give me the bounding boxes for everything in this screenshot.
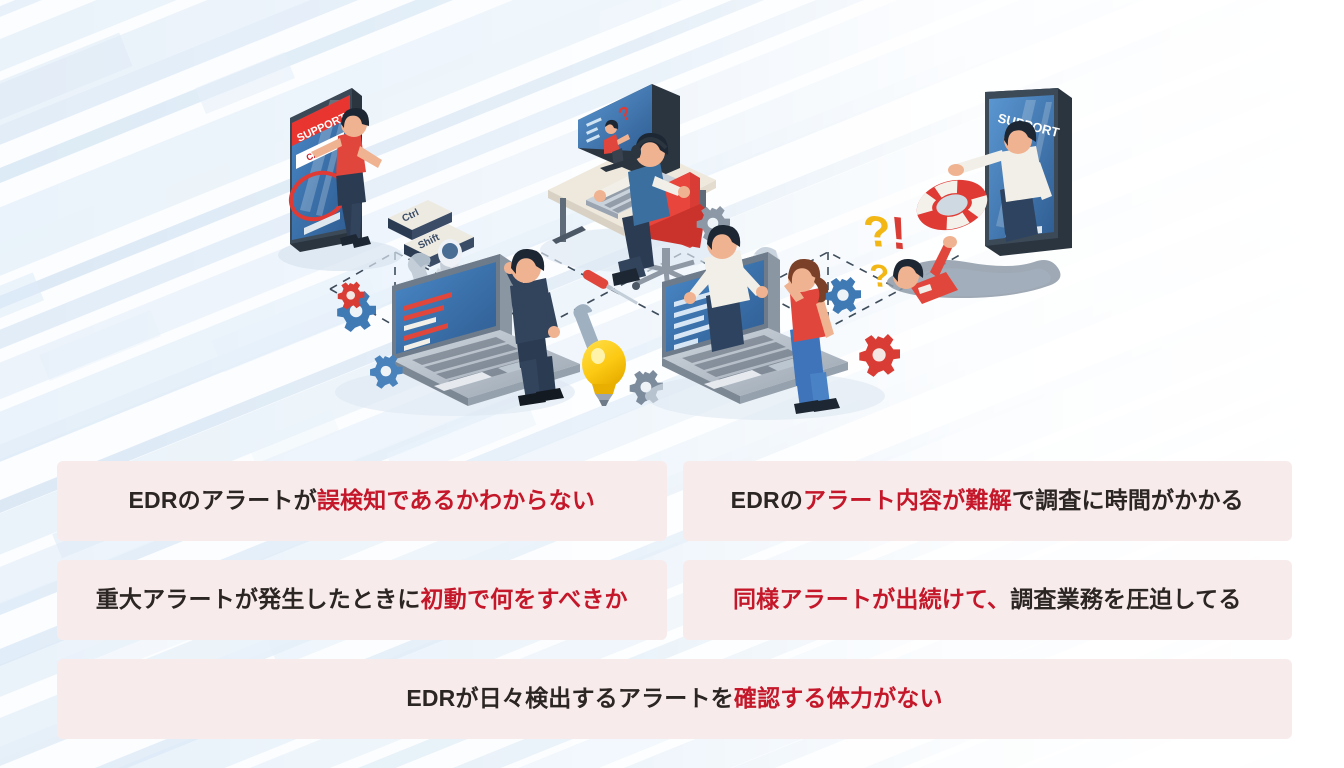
painpoint-card-1[interactable]: EDRのアラートが誤検知であるかわからない (57, 461, 667, 541)
painpoint-card-3[interactable]: 重大アラートが発生したときに初動で何をすべきか (57, 560, 667, 640)
figure-operator-seated (594, 132, 690, 286)
figure-agent-from-laptop (684, 224, 768, 352)
scene-left-laptop-robot (335, 239, 580, 416)
gear-blue-right (825, 277, 861, 315)
scene-lifebuoy-rescue: SUPPORT (861, 88, 1072, 304)
painpoint-text-4: 同様アラートが出続けて、調査業務を圧迫してる (733, 586, 1242, 614)
scene-phone-call-support: SUPPORT CALL (278, 88, 474, 271)
painpoint-grid: EDRのアラートが誤検知であるかわからない EDRのアラート内容が難解で調査に時… (57, 461, 1292, 739)
figure-drowning-user (893, 236, 958, 304)
laptop-left-screen-lines (404, 292, 452, 351)
painpoint-text-2: EDRのアラート内容が難解で調査に時間がかかる (731, 487, 1244, 515)
gear-red-left (337, 281, 365, 310)
lightbulb-icon (582, 340, 626, 406)
painpoint-card-5[interactable]: EDRが日々検出するアラートを確認する体力がない (57, 659, 1292, 739)
isometric-support-illustration: SUPPORT CALL (278, 84, 1072, 420)
gear-blue-lower-left (370, 354, 403, 389)
scene-right-laptop-support (645, 224, 900, 420)
painpoint-text-5: EDRが日々検出するアラートを確認する体力がない (406, 685, 942, 713)
painpoint-4-segment-plain: 調査業務を圧迫してる (1010, 586, 1242, 613)
painpoint-2-segment-plain-b: で調査に時間がかかる (1011, 487, 1244, 514)
painpoint-row-2: 重大アラートが発生したときに初動で何をすべきか 同様アラートが出続けて、調査業務… (57, 560, 1292, 640)
scene-tools (573, 269, 663, 406)
painpoint-3-segment-plain: 重大アラートが発生したときに (95, 586, 421, 613)
figure-man-on-phone (504, 248, 564, 406)
painpoint-card-2[interactable]: EDRのアラート内容が難解で調査に時間がかかる (682, 461, 1292, 541)
painpoint-2-segment-highlight: アラート内容が難解 (803, 487, 1012, 514)
painpoint-card-4[interactable]: 同様アラートが出続けて、調査業務を圧迫してる (682, 560, 1292, 640)
lifebuoy-icon (916, 179, 988, 231)
painpoint-4-segment-highlight: 同様アラートが出続けて、 (732, 586, 1011, 613)
painpoint-5-segment-highlight: 確認する体力がない (733, 685, 943, 712)
painpoint-5-segment-plain: EDRが日々検出するアラートを (406, 685, 734, 712)
question-mark-small: ? (868, 257, 892, 294)
figure-woman-thinking (784, 258, 840, 414)
painpoint-3-segment-highlight: 初動で何をすべきか (420, 586, 628, 613)
laptop-right-screen-lines (674, 289, 720, 350)
painpoint-1-segment-plain: EDRのアラートが (128, 487, 317, 514)
figure-woman-tapping-phone (311, 108, 382, 248)
painpoint-text-1: EDRのアラートが誤検知であるかわからない (128, 487, 595, 515)
painpoint-row-1: EDRのアラートが誤検知であるかわからない EDRのアラート内容が難解で調査に時… (57, 461, 1292, 541)
gear-red-right (859, 334, 900, 377)
painpoint-1-segment-highlight: 誤検知であるかわからない (316, 487, 596, 514)
symbols-question-exclaim: ? ! ? (861, 206, 909, 294)
figure-agent-reaching (948, 120, 1052, 242)
painpoint-2-segment-plain-a: EDRの (730, 487, 804, 514)
scene-desk-video-call: ? (540, 84, 730, 296)
painpoint-row-3: EDRが日々検出するアラートを確認する体力がない (57, 659, 1292, 739)
exclamation-mark: ! (889, 206, 908, 259)
screwdriver-icon (582, 269, 638, 305)
painpoint-text-3: 重大アラートが発生したときに初動で何をすべきか (96, 586, 628, 614)
